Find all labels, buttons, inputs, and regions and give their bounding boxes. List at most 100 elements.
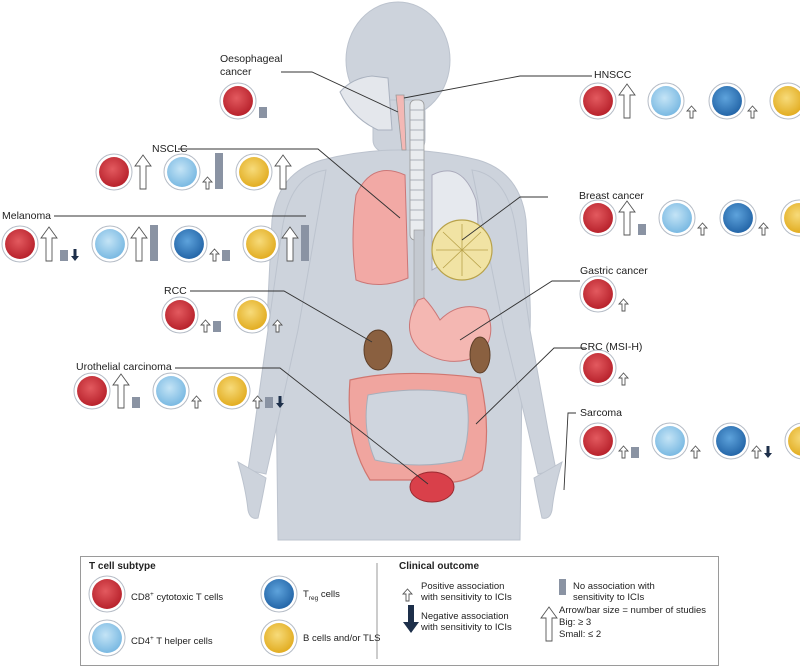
legend-subtype-title: T cell subtype [89, 561, 156, 572]
oesophagus-trachea [395, 94, 425, 311]
positive-association-arrow [251, 395, 264, 409]
treg-cell-icon [708, 82, 746, 120]
leader-lines [54, 71, 592, 491]
legend-cd8-cell-icon [88, 575, 126, 613]
label-melanoma: Melanoma [2, 210, 52, 222]
panel-breast [579, 199, 800, 237]
legend-bcell-label: B cells and/or TLS [303, 633, 381, 644]
panel-gastric [579, 275, 630, 313]
positive-association-arrow [134, 154, 152, 190]
cd4-cell-icon [651, 422, 689, 460]
cd4-cell-icon [152, 372, 190, 410]
legend-graphics [88, 563, 566, 659]
label-oesophageal-cancer: Oesophageal cancer [220, 53, 283, 78]
no-association-bar [265, 397, 273, 408]
label-hnscc: HNSCC [594, 69, 632, 81]
positive-association-arrow [617, 298, 630, 312]
label-breast-cancer: Breast cancer [579, 190, 644, 202]
label-gastric-cancer: Gastric cancer [580, 265, 648, 277]
negative-association-arrow [764, 446, 772, 458]
treg-cell-icon [712, 422, 750, 460]
legend-positive-label: Positive association with sensitivity to… [421, 581, 512, 603]
positive-association-arrow [201, 176, 214, 190]
cd8-cell-icon [579, 349, 617, 387]
no-association-bar [150, 225, 158, 261]
negative-association-arrow [71, 249, 79, 261]
positive-association-arrow [208, 248, 221, 262]
cd8-cell-icon [95, 153, 133, 191]
cd4-cell-icon [163, 153, 201, 191]
positive-association-arrow [689, 445, 702, 459]
bcell-cell-icon [784, 422, 800, 460]
stomach [409, 297, 492, 362]
cd4-cell-icon [647, 82, 685, 120]
panel-nsclc [95, 153, 292, 191]
right-kidney [469, 336, 491, 374]
legend: T cell subtype CD8+ cytotoxic T cells CD… [80, 556, 719, 666]
cd8-cell-icon [219, 82, 257, 120]
legend-negative-label: Negative association with sensitivity to… [421, 611, 512, 633]
legend-negative-arrow-icon [403, 605, 419, 633]
positive-association-arrow [746, 105, 759, 119]
panel-melanoma [1, 225, 309, 263]
legend-no-association-bar-icon [559, 579, 566, 595]
legend-size-note: Arrow/bar size = number of studies [559, 605, 707, 616]
legend-positive-arrow-icon [401, 588, 414, 602]
legend-cd8-label: CD8+ cytotoxic T cells [131, 591, 224, 604]
label-urothelial-carcinoma: Urothelial carcinoma [76, 361, 172, 373]
no-association-bar [215, 153, 223, 189]
no-association-bar [213, 321, 221, 332]
positive-association-arrow [617, 372, 630, 386]
positive-association-arrow [281, 226, 299, 262]
positive-association-arrow [618, 200, 636, 236]
positive-association-arrow [190, 395, 203, 409]
no-association-bar [301, 225, 309, 261]
bcell-cell-icon [213, 372, 251, 410]
legend-bcell-cell-icon [260, 619, 298, 657]
legend-no-association-label: No association with sensitivity to ICIs [573, 581, 655, 603]
legend-size-arrow-icon [540, 606, 558, 642]
bcell-cell-icon [769, 82, 800, 120]
cd8-cell-icon [73, 372, 111, 410]
bcell-cell-icon [233, 296, 271, 334]
bcell-cell-icon [235, 153, 273, 191]
positive-association-arrow [274, 154, 292, 190]
cd8-cell-icon [1, 225, 39, 263]
bcell-cell-icon [242, 225, 280, 263]
cd8-cell-icon [579, 275, 617, 313]
legend-big-label: Big: ≥ 3 [559, 617, 592, 628]
positive-association-arrow [750, 445, 763, 459]
positive-association-arrow [199, 319, 212, 333]
cd8-cell-icon [161, 296, 199, 334]
panel-crc [579, 349, 630, 387]
positive-association-arrow [757, 222, 770, 236]
panel-oesophageal [219, 82, 267, 120]
positive-association-arrow [271, 319, 284, 333]
bladder-tumour [409, 471, 455, 503]
panel-hnscc [579, 82, 800, 120]
label-nsclc: NSCLC [152, 143, 188, 155]
no-association-bar [60, 250, 68, 261]
no-association-bar [259, 107, 267, 118]
positive-association-arrow [130, 226, 148, 262]
legend-small-label: Small: ≤ 2 [559, 629, 602, 640]
legend-cd4-label: CD4+ T helper cells [131, 635, 213, 648]
positive-association-arrow [685, 105, 698, 119]
panel-rcc [161, 296, 284, 334]
breast-tumour [431, 219, 493, 281]
legend-cd4-cell-icon [88, 619, 126, 657]
small-intestine [365, 389, 469, 466]
treg-cell-icon [170, 225, 208, 263]
label-rcc: RCC [164, 285, 187, 297]
positive-association-arrow [617, 445, 630, 459]
legend-treg-cell-icon [260, 575, 298, 613]
negative-association-arrow [276, 396, 284, 408]
label-crc: CRC (MSI-H) [580, 341, 643, 353]
panel-urothelial [73, 372, 284, 410]
panel-sarcoma [579, 422, 800, 460]
cd4-cell-icon [91, 225, 129, 263]
cd8-cell-icon [579, 82, 617, 120]
left-kidney [363, 329, 393, 371]
left-lung [352, 170, 409, 285]
